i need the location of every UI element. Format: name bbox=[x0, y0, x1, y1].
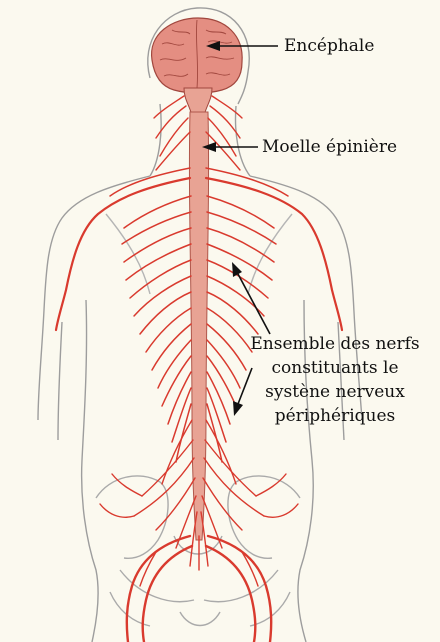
gluteal-cleft bbox=[180, 612, 220, 626]
pelvis-right bbox=[228, 476, 300, 558]
neck-right bbox=[236, 106, 250, 176]
thoracic-nerves-left bbox=[122, 196, 191, 462]
left-torso bbox=[82, 300, 98, 642]
spinal-cord bbox=[189, 112, 208, 540]
peripheral-nerves-label-line-2: constituants le bbox=[232, 356, 438, 380]
nerves-leader-upper bbox=[232, 262, 270, 334]
peripheral-nerves-label-line-3: systène nerveux bbox=[232, 380, 438, 404]
peripheral-nerves-label: Ensemble des nerfs constituants le systè… bbox=[232, 332, 438, 428]
left-arm-inner bbox=[58, 322, 62, 440]
spinal-cord-leader bbox=[202, 142, 258, 152]
peripheral-nerves-label-line-4: périphériques bbox=[232, 404, 438, 428]
brain-label: Encéphale bbox=[284, 34, 374, 58]
brain bbox=[152, 18, 243, 116]
left-shoulder-arm-outer bbox=[38, 176, 150, 420]
left-arm-nerve bbox=[56, 178, 190, 330]
spinal-cord-label: Moelle épinière bbox=[262, 135, 397, 159]
right-arm-nerve bbox=[206, 178, 342, 330]
peripheral-nerves-label-line-1: Ensemble des nerfs bbox=[232, 332, 438, 356]
